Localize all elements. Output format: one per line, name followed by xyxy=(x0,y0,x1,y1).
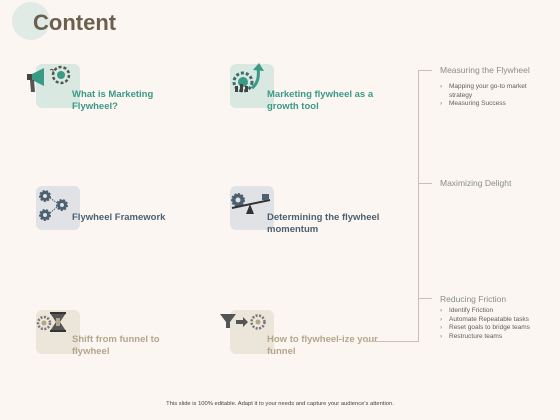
card-flywheel-ize-funnel[interactable] xyxy=(220,310,274,354)
connector-horizontal-line xyxy=(364,341,419,342)
connector-tick xyxy=(418,298,432,299)
card-flywheel-framework[interactable] xyxy=(36,186,80,230)
card-growth-tool[interactable] xyxy=(230,63,274,108)
card-flywheel-momentum[interactable] xyxy=(230,186,274,230)
funnel-arrow-gear-icon xyxy=(220,314,266,330)
section-heading-measuring: Measuring the Flywheel xyxy=(440,65,530,75)
connector-tick xyxy=(418,70,432,71)
bullet-item: Identify Friction xyxy=(440,307,555,316)
bullet-item: Measuring Success xyxy=(440,100,550,109)
bullet-item: Automate Repeatable tasks xyxy=(440,316,555,325)
item-label[interactable]: What is Marketing Flywheel? xyxy=(72,89,154,112)
bullet-item: Reset goals to bridge teams xyxy=(440,324,555,333)
item-label[interactable]: Determining the flywheel momentum xyxy=(267,212,380,235)
gears-network-icon xyxy=(39,190,68,221)
item-label[interactable]: Marketing flywheel as a growth tool xyxy=(267,89,374,112)
bullet-list-friction: Identify Friction Automate Repeatable ta… xyxy=(440,307,555,341)
title-decoration-circle xyxy=(12,2,50,40)
bullet-list-measuring: Mapping your go-to market strategy Measu… xyxy=(440,83,550,109)
connector-tick xyxy=(418,183,432,184)
item-label[interactable]: Shift from funnel to flywheel xyxy=(72,334,160,357)
section-heading-friction: Reducing Friction xyxy=(440,294,507,304)
megaphone-gear-icon xyxy=(27,65,71,92)
card-what-is-flywheel[interactable] xyxy=(27,64,80,108)
bullet-item: Restructure teams xyxy=(440,333,555,342)
bullet-item: Mapping your go-to market strategy xyxy=(440,83,550,100)
item-label[interactable]: How to flywheel-ize your funnel xyxy=(267,334,378,357)
footer-note: This slide is 100% editable. Adapt it to… xyxy=(166,401,394,407)
gear-balance-icon xyxy=(231,193,271,214)
card-funnel-to-flywheel[interactable] xyxy=(36,310,80,354)
connector-vertical-line xyxy=(418,70,419,342)
gear-growth-arrow-icon xyxy=(232,63,264,93)
page-title: Content xyxy=(33,10,117,35)
gear-funnel-icon xyxy=(36,312,66,332)
item-label[interactable]: Flywheel Framework xyxy=(72,212,166,223)
section-heading-delight: Maximizing Delight xyxy=(440,178,512,188)
